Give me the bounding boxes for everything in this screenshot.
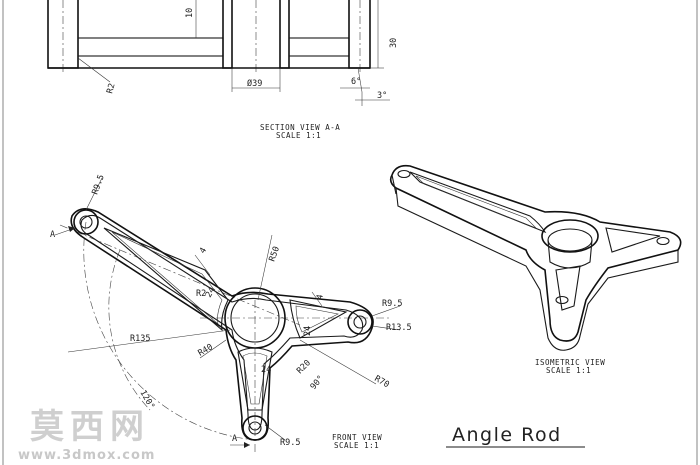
dim-front-r9-5-bottom: R9.5 xyxy=(280,438,300,448)
dim-section-radius: R2 xyxy=(105,82,117,94)
dim-section-height: 30 xyxy=(389,38,399,48)
section-view-caption: SECTION VIEW A-A xyxy=(260,123,340,132)
dim-front-r9-5-right: R9.5 xyxy=(382,299,402,309)
section-view: 10 30 R2 Ø39 6° 3° xyxy=(47,0,399,106)
dim-front-r40: R40 xyxy=(197,342,215,358)
dim-section-draft: 6° xyxy=(351,77,361,87)
dim-front-r20: R20 xyxy=(295,358,313,376)
dim-front-24-c: 24 xyxy=(261,365,271,375)
watermark-chinese: 莫西网 xyxy=(30,407,150,447)
dim-section-bore: Ø39 xyxy=(247,78,262,89)
dim-front-r135: R135 xyxy=(130,334,150,344)
isometric-view-scale: SCALE 1:1 xyxy=(546,366,591,375)
dim-front-4-b: 4 xyxy=(315,294,326,301)
dim-front-r70: R70 xyxy=(373,374,391,390)
dim-front-4-a: 4 xyxy=(198,246,209,255)
drawing-title: Angle Rod xyxy=(452,424,562,446)
front-view xyxy=(54,177,401,455)
front-view-scale: SCALE 1:1 xyxy=(334,441,379,450)
dim-front-24-b: 24 xyxy=(303,326,313,336)
dim-front-r9-5-top: R9.5 xyxy=(90,173,106,196)
dim-section-angle: 3° xyxy=(377,91,387,101)
watermark-url: www.3dmox.com xyxy=(18,448,155,463)
section-view-scale: SCALE 1:1 xyxy=(276,131,321,140)
front-view-caption: FRONT VIEW xyxy=(332,433,382,442)
dim-section-top: 10 xyxy=(185,8,195,18)
dim-front-r13-5: R13.5 xyxy=(386,323,412,333)
isometric-view-caption: ISOMETRIC VIEW xyxy=(535,358,605,367)
isometric-view xyxy=(389,164,682,351)
dim-front-24-a: 24 xyxy=(204,286,218,300)
dim-front-r50: R50 xyxy=(267,245,282,263)
section-marker-top: A xyxy=(50,230,55,240)
dim-front-angle-90: 90° xyxy=(309,374,327,392)
section-marker-bottom: A xyxy=(232,434,237,444)
dim-front-r2: R2 xyxy=(196,289,206,299)
